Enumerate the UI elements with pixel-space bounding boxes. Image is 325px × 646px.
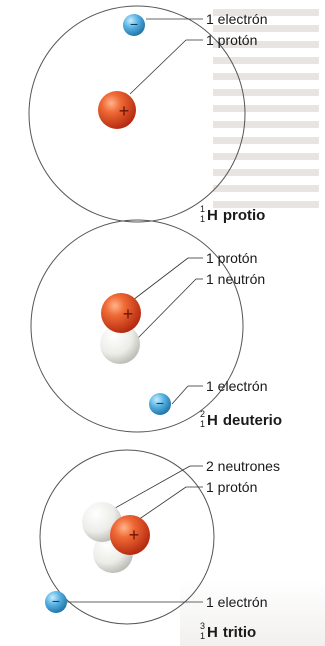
proton-label: 1 protón (206, 250, 258, 266)
electron-sign: − (156, 395, 164, 411)
leader-line (134, 486, 187, 523)
atomic-number: 1 (200, 419, 206, 429)
electron (149, 393, 171, 415)
mass-number: 3 (200, 621, 206, 631)
leader-line (107, 465, 191, 513)
proton (101, 293, 141, 333)
orbit (28, 5, 246, 223)
leader-line (137, 278, 197, 339)
element-symbol: H (207, 207, 218, 224)
orbit (39, 449, 215, 625)
electron (123, 14, 145, 36)
electron-label: 1 electrón (206, 11, 268, 27)
atomic-number: 1 (200, 214, 206, 224)
leader-line (129, 39, 187, 95)
proton-sign: + (123, 304, 134, 324)
electron-label: 1 electrón (206, 594, 268, 610)
neutron (100, 324, 140, 364)
panel-protio: + − (28, 5, 246, 223)
element-symbol: H (207, 624, 218, 641)
panel-deuterio: + − (30, 219, 244, 433)
proton (110, 515, 150, 555)
isotope-name: deuterio (222, 412, 283, 429)
mass-number: 1 (200, 204, 206, 214)
proton-label: 1 protón (206, 479, 258, 495)
proton-label: 1 protón (206, 32, 258, 48)
atomic-number: 1 (200, 631, 206, 641)
panel-tritio: + − (39, 449, 215, 625)
orbit (30, 219, 244, 433)
background-shade (180, 580, 325, 646)
proton-sign: + (129, 525, 140, 545)
background-text-bleed (205, 0, 325, 215)
leader-line (132, 257, 189, 301)
electron-sign: − (130, 16, 138, 32)
proton (98, 91, 136, 129)
isotope-name: protio (222, 207, 266, 224)
electron (45, 591, 67, 613)
isotope-name: tritio (222, 624, 257, 641)
electron-label: 1 electrón (206, 378, 268, 394)
neutron-label: 1 neutrón (206, 271, 266, 287)
proton-sign: + (119, 101, 130, 121)
electron-sign: − (52, 593, 60, 609)
leader-line (171, 385, 189, 405)
mass-number: 2 (200, 409, 206, 419)
neutron-label: 2 neutrones (206, 458, 280, 474)
element-symbol: H (207, 412, 218, 429)
